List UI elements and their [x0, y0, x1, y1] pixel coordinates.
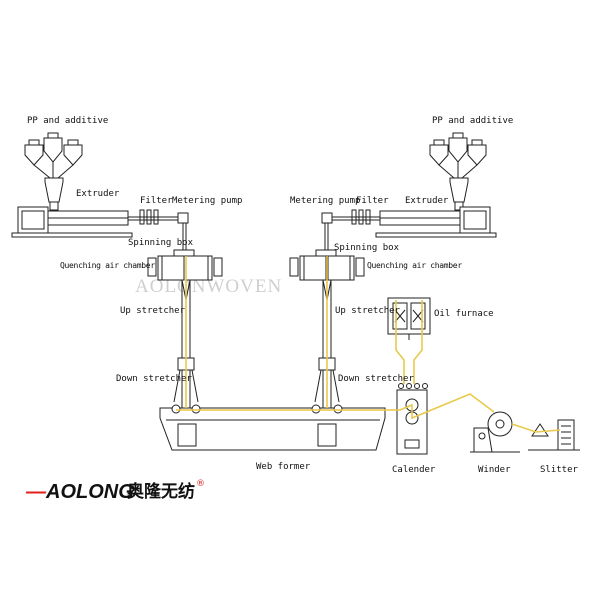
brand-logo: — AOLONG 奥隆无纺 ®	[25, 479, 205, 503]
label-down-stretcher-right: Down stretcher	[338, 374, 414, 384]
right-filter	[330, 209, 380, 225]
label-spinning-box-right: Spinning box	[334, 243, 400, 253]
left-hopper-2	[43, 132, 63, 163]
right-hopper-group	[429, 132, 487, 211]
left-filter	[128, 209, 183, 225]
label-down-stretcher-left: Down stretcher	[116, 374, 192, 384]
brand-registered-mark: ®	[196, 479, 205, 489]
label-metering-pump-left: Metering pump	[172, 196, 242, 206]
label-calender: Calender	[392, 465, 436, 475]
web-path	[176, 256, 561, 433]
winder	[470, 411, 520, 453]
label-filter-right: Filter	[356, 196, 389, 206]
label-web-former: Web former	[256, 462, 311, 472]
left-quench-chamber	[147, 255, 223, 281]
brand-name-latin: AOLONG	[45, 481, 134, 503]
left-main-hopper	[44, 177, 64, 203]
slitter	[528, 419, 580, 451]
right-suction-box	[317, 423, 337, 447]
label-quench-chamber-right: Quenching air chamber	[367, 261, 462, 270]
label-up-stretcher-right: Up stretcher	[335, 306, 401, 316]
right-quench-chamber	[289, 255, 365, 281]
watermark: AOLONWOVEN	[135, 276, 282, 297]
label-filter-left: Filter	[140, 196, 173, 206]
left-spinning-box	[173, 249, 195, 257]
right-metering-pump	[321, 212, 333, 252]
right-extruder	[375, 206, 497, 238]
label-winder: Winder	[478, 465, 511, 475]
left-suction-box	[177, 423, 197, 447]
left-metering-pump	[177, 212, 189, 252]
left-hopper-3	[63, 139, 83, 166]
label-slitter: Slitter	[540, 465, 579, 475]
oil-furnace	[387, 297, 431, 340]
brand-dash: —	[25, 481, 47, 503]
left-extruder	[11, 206, 133, 238]
label-extruder-right: Extruder	[405, 196, 449, 206]
label-pp-additive-right: PP and additive	[432, 116, 513, 126]
web-former	[159, 404, 386, 451]
label-extruder-left: Extruder	[76, 189, 120, 199]
label-oil-furnace: Oil furnace	[434, 309, 494, 319]
right-spinning-box	[315, 249, 337, 257]
right-hopper-3	[467, 139, 487, 166]
label-metering-pump-right: Metering pump	[290, 196, 360, 206]
label-spinning-box-left: Spinning box	[128, 238, 194, 248]
label-pp-additive-left: PP and additive	[27, 116, 108, 126]
brand-name-cn: 奥隆无纺	[127, 481, 195, 502]
label-quench-chamber-left: Quenching air chamber	[60, 261, 155, 270]
right-hopper-1	[429, 139, 449, 166]
left-hopper-group	[24, 132, 83, 211]
label-up-stretcher-left: Up stretcher	[120, 306, 186, 316]
right-hopper-2	[448, 132, 468, 163]
calender	[396, 383, 428, 455]
left-hopper-1	[24, 139, 44, 166]
right-main-hopper	[449, 177, 469, 203]
